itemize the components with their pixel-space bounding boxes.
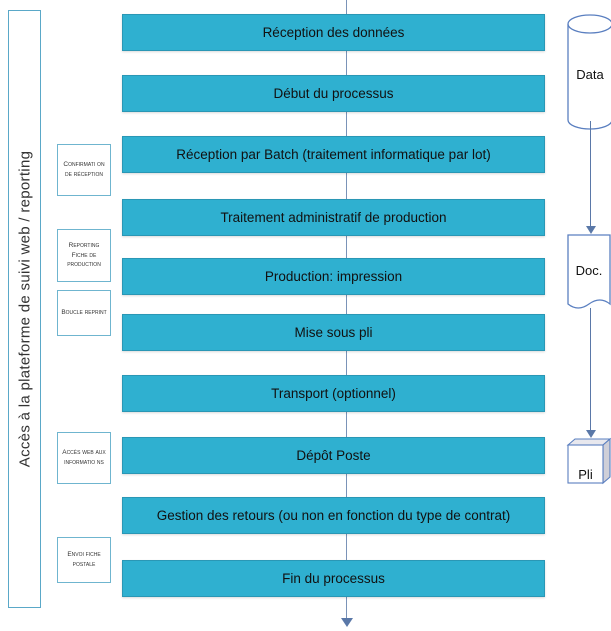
flow-line-data-doc — [590, 121, 591, 232]
flow-line-doc-pli — [590, 308, 591, 436]
flow-arrow-down-icon — [586, 430, 596, 438]
flow-arrow-down-icon — [586, 226, 596, 234]
pli-label: Pli — [578, 467, 593, 482]
process-end-arrow-icon — [341, 618, 353, 627]
note-confirmation-reception: Confirmati on de réception — [57, 144, 111, 196]
step-fin-processus: Fin du processus — [122, 560, 545, 597]
box-icon — [566, 437, 611, 485]
data-cylinder-icon — [567, 14, 611, 130]
note-reporting-fiche-production: Reporting Fiche de production — [57, 229, 111, 282]
data-label: Data — [576, 67, 604, 82]
step-reception-batch: Réception par Batch (traitement informat… — [122, 136, 545, 173]
reporting-panel: Accès à la plateforme de suivi web / rep… — [8, 10, 41, 608]
doc-label: Doc. — [575, 263, 603, 278]
step-mise-sous-pli: Mise sous pli — [122, 314, 545, 351]
note-envoi-fiche-postale: Envoi fiche postale — [57, 537, 111, 583]
process-spine — [346, 0, 347, 620]
step-debut-processus: Début du processus — [122, 75, 545, 112]
step-reception-donnees: Réception des données — [122, 14, 545, 51]
step-traitement-administratif: Traitement administratif de production — [122, 199, 545, 236]
note-boucle-reprint: Boucle reprint — [57, 290, 111, 336]
step-production-impression: Production: impression — [122, 258, 545, 295]
document-icon — [567, 234, 611, 309]
reporting-panel-label: Accès à la plateforme de suivi web / rep… — [16, 150, 33, 468]
step-gestion-retours: Gestion des retours (ou non en fonction … — [122, 497, 545, 534]
step-depot-poste: Dépôt Poste — [122, 437, 545, 474]
step-transport: Transport (optionnel) — [122, 375, 545, 412]
note-acces-web-informations: Accès web aux informatio ns — [57, 432, 111, 484]
